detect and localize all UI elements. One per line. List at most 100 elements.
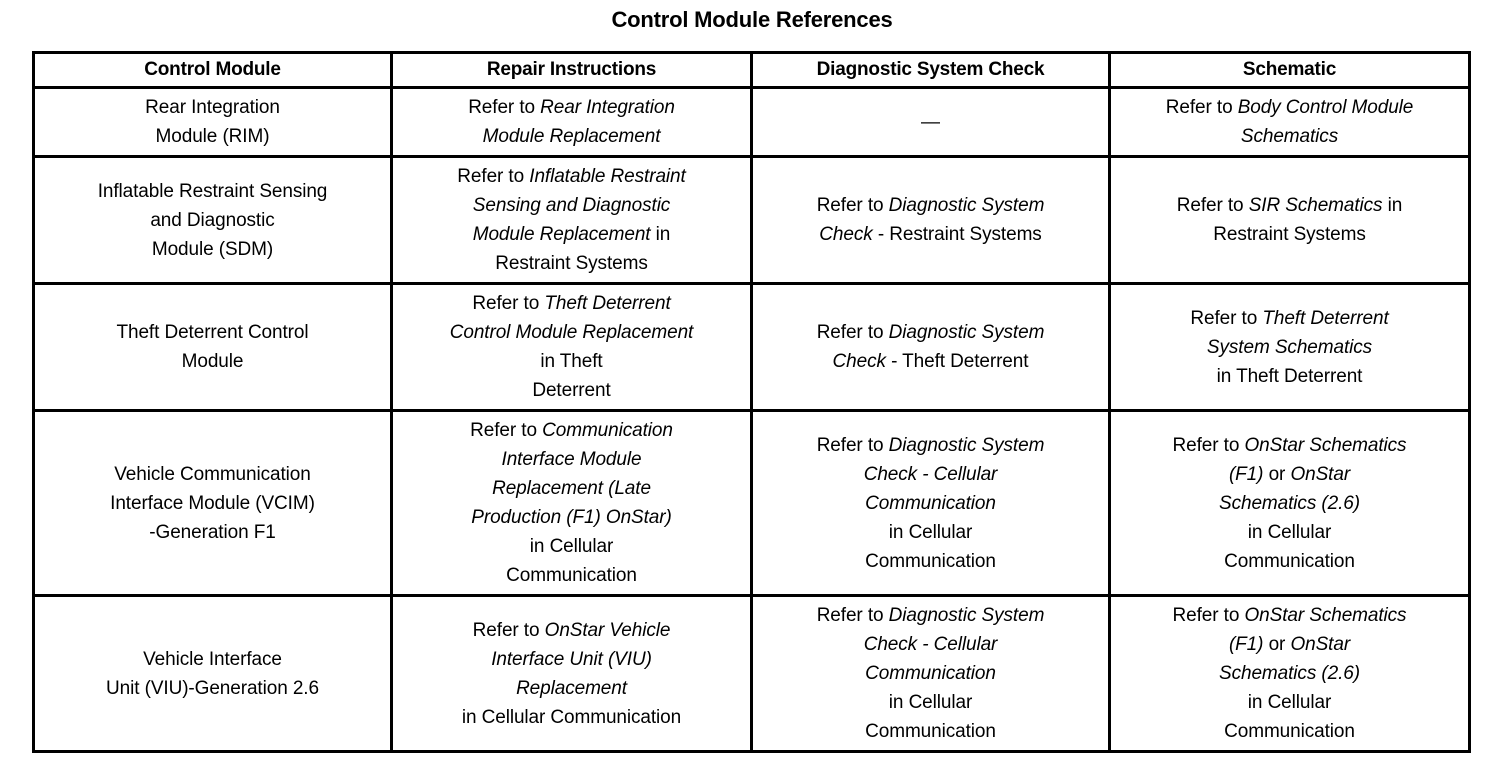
control-module-references-table-wrap: Control Module Repair Instructions Diagn…: [32, 51, 1471, 753]
column-header-repair-instructions: Repair Instructions: [391, 52, 753, 89]
table-row: Inflatable Restraint Sensing and Diagnost…: [33, 156, 1470, 285]
cell-line: Module Replacement in: [472, 224, 671, 245]
cell-line: Refer to Theft Deterrent: [472, 293, 671, 314]
cell-line: Refer to Communication: [470, 420, 673, 441]
cell-line: Theft Deterrent Control: [116, 322, 309, 343]
cell-line: Refer to Rear Integration: [468, 97, 675, 118]
cell-line: Sensing and Diagnostic: [472, 195, 671, 216]
cell-line: Module: [181, 351, 244, 372]
cell-line: Replacement: [516, 677, 627, 699]
cell-line: System Schematics: [1206, 336, 1373, 358]
cell-line: Module (RIM): [155, 126, 270, 147]
cell-line: Communication: [865, 663, 996, 684]
cell-line: Communication: [865, 492, 996, 514]
cell-line: Refer to SIR Schematics in: [1176, 195, 1403, 216]
cell-line: Check - Cellular: [863, 634, 998, 655]
column-header-diagnostic-system-check: Diagnostic System Check: [751, 52, 1111, 89]
table-header-row: Control Module Repair Instructions Diagn…: [33, 52, 1470, 89]
cell-schematic: Refer to OnStar Schematics (F1) or OnStar…: [1110, 596, 1470, 752]
control-module-references-table: Control Module Repair Instructions Diagn…: [32, 51, 1471, 753]
cell-line: in Cellular: [529, 536, 614, 557]
cell-line: Module Replacement: [482, 126, 661, 147]
cell-line: Rear Integration: [145, 97, 280, 118]
cell-line: Refer to Theft Deterrent: [1190, 307, 1389, 329]
cell-line: Interface Module: [501, 449, 642, 470]
cell-line: in Cellular: [888, 692, 973, 713]
cell-line: Restraint Systems: [495, 253, 648, 274]
cell-line: Interface Module (VCIM): [110, 492, 315, 514]
cell-line: Check - Restraint Systems: [819, 224, 1042, 245]
cell-line: Check - Theft Deterrent: [832, 351, 1029, 372]
cell-line: Communication: [1224, 721, 1355, 742]
cell-line: Schematics: [1240, 126, 1339, 147]
cell-line: -Generation F1: [149, 521, 276, 543]
cell-line: and Diagnostic: [150, 209, 275, 231]
cell-line: Communication: [506, 565, 637, 586]
cell-line: Check - Cellular: [863, 463, 998, 485]
cell-line: Refer to Diagnostic System: [816, 322, 1045, 343]
cell-line: (F1) or OnStar: [1228, 463, 1351, 485]
document-page: Control Module References Control Module…: [0, 6, 1504, 766]
cell-line: Schematics (2.6): [1219, 663, 1360, 684]
cell-line: in Cellular: [1247, 692, 1332, 713]
cell-line: Refer to OnStar Vehicle: [472, 619, 671, 641]
cell-line: in Cellular Communication: [461, 706, 682, 728]
cell-line: Refer to Diagnostic System: [816, 195, 1045, 216]
cell-line: Refer to Diagnostic System: [816, 605, 1045, 626]
cell-line: Module (SDM): [151, 238, 274, 260]
cell-line: Unit (VIU)-Generation 2.6: [106, 677, 319, 699]
cell-line: Communication: [1224, 550, 1355, 572]
column-header-schematic: Schematic: [1109, 52, 1470, 89]
cell-control-module: Inflatable Restraint Sensing and Diagnost…: [33, 156, 393, 285]
cell-line: Restraint Systems: [1213, 224, 1366, 245]
cell-line: Schematics (2.6): [1219, 492, 1360, 514]
cell-line: (F1) or OnStar: [1228, 634, 1351, 655]
cell-line: —: [921, 111, 940, 133]
cell-line: in Cellular: [1247, 521, 1332, 543]
cell-line: Inflatable Restraint Sensing: [97, 180, 328, 202]
cell-diagnostic-system-check: —: [751, 87, 1111, 158]
cell-line: Refer to Inflatable Restraint: [457, 166, 686, 187]
cell-line: Refer to Body Control Module: [1165, 97, 1414, 118]
cell-line: Refer to OnStar Schematics: [1172, 434, 1407, 456]
page-title: Control Module References: [611, 7, 893, 32]
cell-line: in Theft Deterrent: [1216, 365, 1363, 387]
cell-line: Interface Unit (VIU): [491, 648, 652, 670]
cell-line: in Cellular: [888, 521, 973, 543]
cell-schematic: Refer to SIR Schematics in Restraint Syst…: [1109, 156, 1470, 285]
cell-line: Communication: [865, 550, 996, 572]
cell-line: Production (F1) OnStar): [471, 507, 672, 528]
column-header-control-module: Control Module: [33, 52, 393, 89]
cell-line: Refer to OnStar Schematics: [1172, 605, 1407, 626]
table-header: Control Module Repair Instructions Diagn…: [33, 52, 1470, 89]
cell-line: Vehicle Interface: [143, 648, 282, 670]
cell-line: in Theft: [540, 351, 603, 372]
cell-schematic: Refer to OnStar Schematics (F1) or OnStar…: [1109, 410, 1470, 597]
cell-line: Deterrent: [532, 380, 611, 401]
cell-line: Vehicle Communication: [114, 463, 311, 485]
cell-line: Communication: [865, 721, 996, 742]
cell-line: Control Module Replacement: [449, 322, 694, 343]
cell-line: Refer to Diagnostic System: [816, 434, 1045, 456]
cell-line: Replacement (Late: [492, 478, 651, 499]
